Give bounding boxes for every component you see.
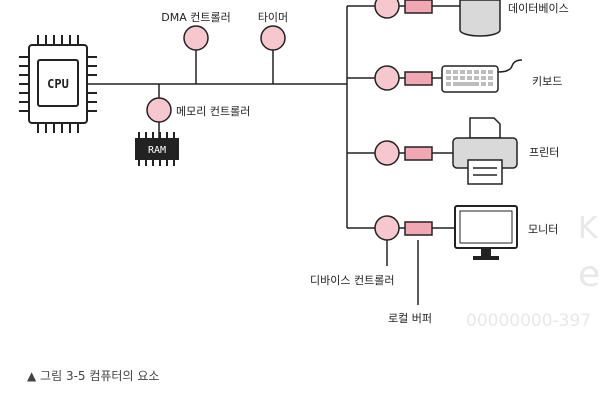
database-label: 데이터베이스 <box>508 2 569 15</box>
local-buffer-database <box>404 0 433 14</box>
cpu-label: CPU <box>47 77 69 91</box>
dma-controller-label: DMA 컨트롤러 <box>161 11 230 24</box>
dma-controller-node <box>183 25 209 51</box>
timer-node <box>260 25 286 51</box>
monitor-label: 모니터 <box>528 223 558 236</box>
local-buffer-keyboard <box>404 71 433 86</box>
system-bus <box>88 5 460 305</box>
ram-label: RAM <box>148 145 166 156</box>
timer-label: 타이머 <box>258 11 288 24</box>
watermark-code: 00000000-397 <box>466 311 591 331</box>
watermark-e: e <box>578 254 600 295</box>
monitor-icon <box>454 205 518 260</box>
keyboard-icon <box>441 59 523 93</box>
watermark-k: K <box>578 211 599 246</box>
local-buffer-label: 로컬 버퍼 <box>388 312 432 325</box>
device-controller-monitor <box>374 215 400 241</box>
device-controller-keyboard <box>374 65 400 91</box>
local-buffer-monitor <box>404 221 433 236</box>
figure-caption: ▲ 그림 3-5 컴퓨터의 요소 <box>27 369 160 383</box>
device-controller-database <box>374 0 400 19</box>
cpu-chip: CPU <box>19 35 97 133</box>
memory-controller-node <box>146 97 172 123</box>
ram-chip: RAM <box>135 132 179 166</box>
memory-controller-label: 메모리 컨트롤러 <box>176 105 250 118</box>
database-icon <box>459 0 501 37</box>
device-controller-printer <box>374 140 400 166</box>
local-buffer-printer <box>404 146 433 161</box>
keyboard-label: 키보드 <box>532 75 562 88</box>
printer-icon <box>452 117 518 185</box>
printer-label: 프린터 <box>529 146 559 159</box>
device-controller-label: 디바이스 컨트롤러 <box>310 274 394 287</box>
